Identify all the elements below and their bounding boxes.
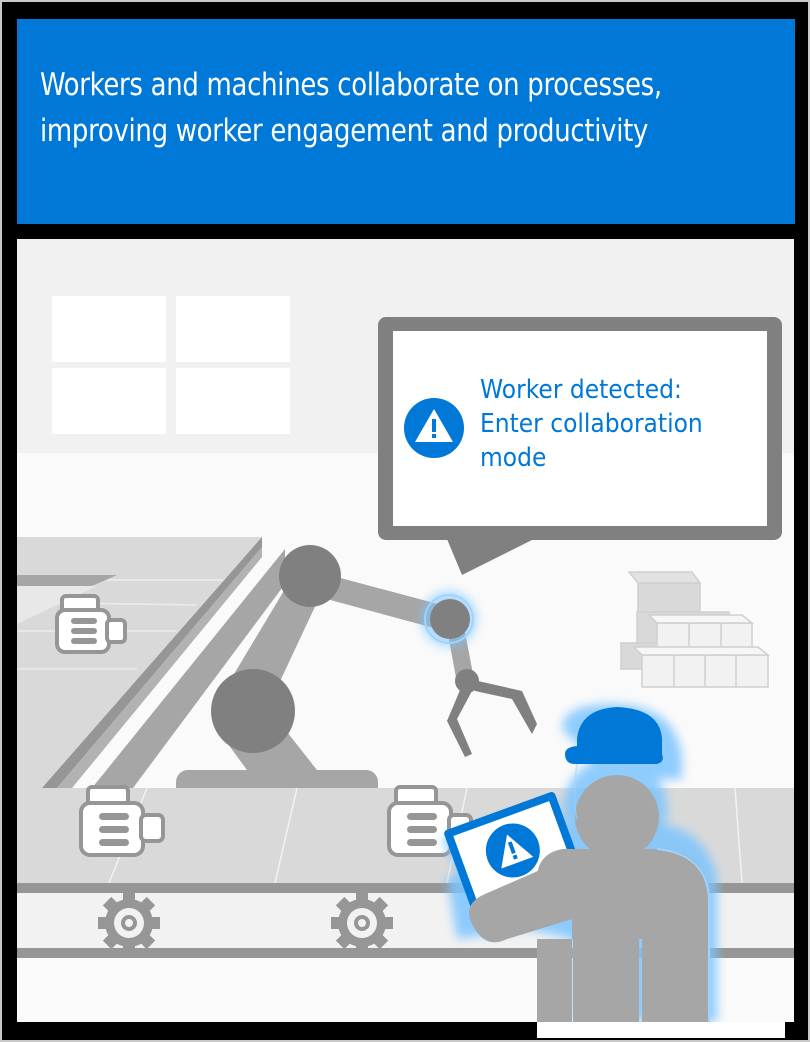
worker [468, 707, 710, 1022]
page-title: Workers and machines collaborate on proc… [40, 67, 662, 149]
motor-unit [79, 785, 165, 857]
bottom-white-tab [537, 1022, 785, 1038]
hard-hat [565, 707, 663, 764]
factory-scene: Worker detected: Enter collaboration mod… [17, 239, 794, 1022]
worker-arm [468, 867, 562, 940]
gripper-right [469, 679, 537, 734]
window [52, 296, 290, 434]
warning-icon [404, 398, 464, 458]
warning-icon [485, 823, 540, 878]
gear-wheel [331, 892, 393, 954]
gripper-left [447, 683, 472, 757]
alert-line: Worker detected: [480, 375, 682, 405]
robot-arm [176, 545, 537, 800]
header-banner: Workers and machines collaborate on proc… [17, 19, 795, 224]
alert-line: Enter collaboration [480, 409, 703, 439]
gear-wheel [98, 892, 160, 954]
alert-line: mode [480, 443, 547, 473]
stacked-boxes [620, 571, 771, 688]
motor-unit [55, 594, 127, 654]
alert-bubble [378, 317, 782, 575]
alert-message: Worker detected: Enter collaboration mod… [480, 373, 741, 475]
